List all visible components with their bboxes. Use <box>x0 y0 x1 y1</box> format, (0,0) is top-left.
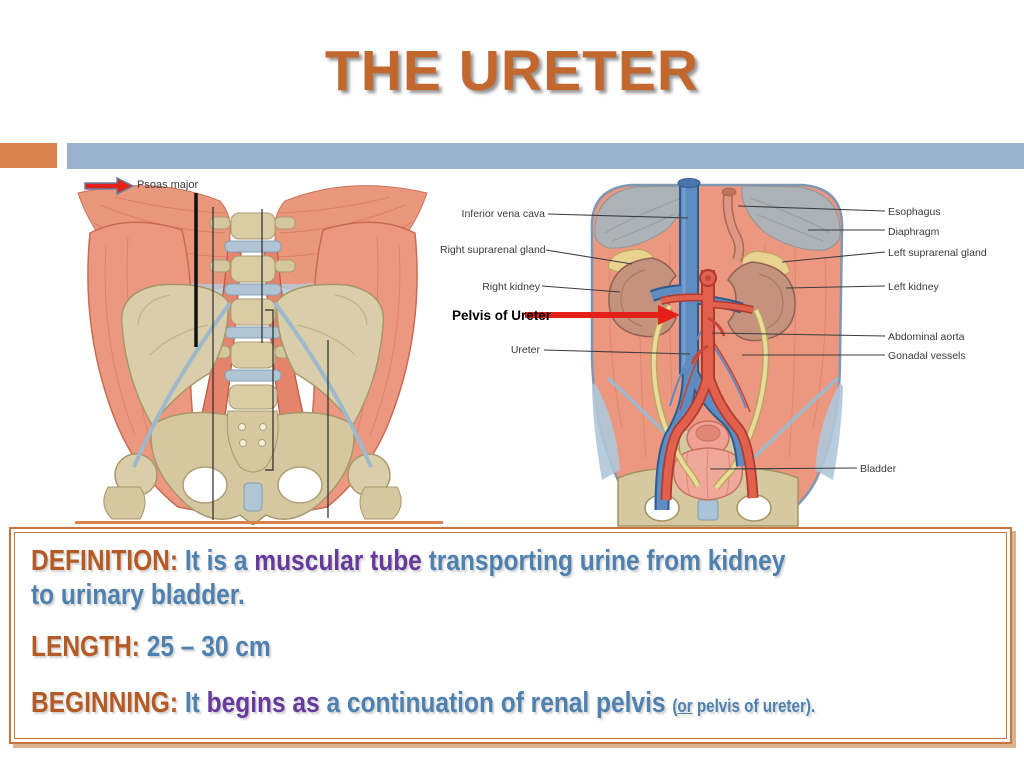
left-kidney <box>727 261 796 342</box>
red-arrow-icon <box>84 176 135 196</box>
right-ureter <box>651 304 700 487</box>
obturator-foramen-left <box>182 466 228 504</box>
right-anatomy-figure: Inferior vena cava Right suprarenal glan… <box>440 178 1024 528</box>
esophagus <box>724 191 743 262</box>
pelvis-bones <box>103 283 402 525</box>
left-anatomy-figure: Psoas major <box>60 175 445 525</box>
label-psoas-major: Psoas major <box>137 179 199 191</box>
page-title: THE URETER <box>324 39 700 103</box>
obturator-foramen-right <box>277 466 323 504</box>
left-figure-underline <box>75 521 443 524</box>
info-box-inner-border <box>14 532 1007 739</box>
accent-blue-bar <box>67 143 1024 169</box>
beginning-heading: BEGINNING: <box>31 687 179 719</box>
definition-emphasis: muscular tube <box>254 545 422 577</box>
label-right-kidney: Right kidney <box>482 281 540 293</box>
pelvic-viscera-opening <box>695 424 721 442</box>
definition-heading: DEFINITION: <box>31 545 179 577</box>
diaphragm-gray-right <box>741 185 841 251</box>
red-arrow-icon <box>525 305 680 325</box>
label-right-suprarenal-gland: Right suprarenal gland <box>440 244 546 256</box>
pubic-symphysis <box>243 482 263 512</box>
label-gonadal-vessels: Gonadal vessels <box>888 350 966 362</box>
fascia-left <box>592 383 620 480</box>
left-ureter <box>714 309 768 490</box>
length-line: LENGTH: 25 – 30 cm <box>31 631 271 663</box>
label-bladder: Bladder <box>860 463 897 475</box>
abdominal-aorta <box>660 269 759 501</box>
label-inferior-vena-cava: Inferior vena cava <box>461 208 545 220</box>
info-box: DEFINITION: It is a muscular tube transp… <box>9 527 1012 744</box>
inguinal-line-left <box>132 301 232 468</box>
length-heading: LENGTH: <box>31 631 140 663</box>
fascia-right <box>815 383 843 480</box>
bracket-line <box>265 309 274 471</box>
definition-line-1: DEFINITION: It is a muscular tube transp… <box>31 545 786 577</box>
inguinal-line-right <box>273 301 373 468</box>
label-left-kidney: Left kidney <box>888 281 939 293</box>
right-anatomy-figure-svg <box>525 178 886 527</box>
definition-line-2: to urinary bladder. <box>31 579 245 611</box>
label-esophagus: Esophagus <box>888 206 941 218</box>
beginning-emphasis: begins as <box>206 687 320 719</box>
label-ureter: Ureter <box>510 344 540 356</box>
lumbar-spine <box>209 212 296 410</box>
accent-orange-square <box>0 143 57 168</box>
label-abdominal-aorta: Abdominal aorta <box>888 331 965 343</box>
beginning-line: BEGINNING: It begins as a continuation o… <box>31 687 816 719</box>
label-diaphragm: Diaphragm <box>888 226 940 238</box>
leader-lines <box>541 205 886 470</box>
label-left-suprarenal-gland: Left suprarenal gland <box>888 247 987 259</box>
left-anatomy-figure-svg <box>77 176 428 525</box>
label-pelvis-of-ureter: Pelvis of Ureter <box>452 308 552 323</box>
